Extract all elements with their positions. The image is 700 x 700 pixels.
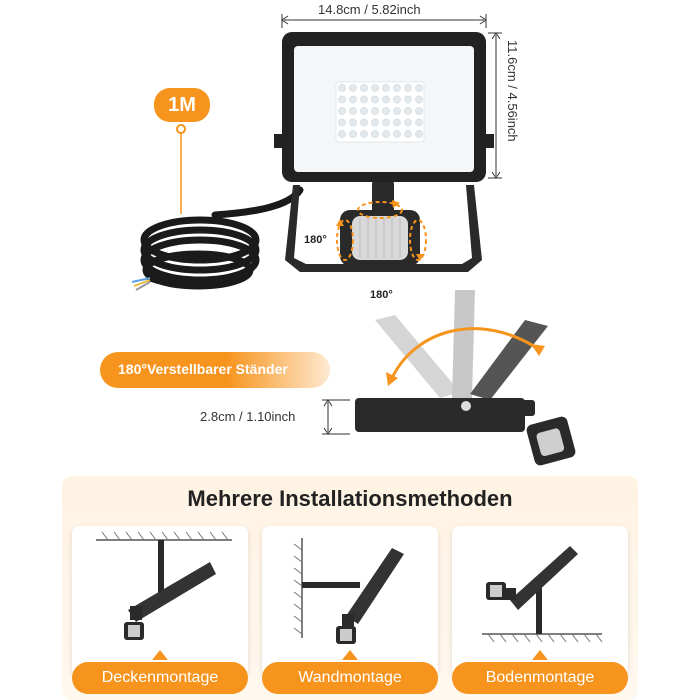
led-chip [382, 84, 390, 92]
led-chip [371, 118, 379, 127]
sensor-horizontal-angle: 180° [304, 234, 327, 246]
led-chip [338, 118, 346, 127]
pointer-triangle-wall [342, 650, 358, 660]
motion-sensor [340, 210, 420, 266]
led-chip [393, 95, 401, 104]
led-chip [360, 130, 368, 138]
led-chip [415, 130, 423, 138]
led-chip [360, 84, 368, 92]
ghost-panels [375, 290, 548, 400]
ceiling-mount-illustration [96, 531, 232, 640]
floor-mount-illustration [482, 546, 603, 643]
led-chip [404, 107, 412, 115]
height-label: 11.6cm / 4.56inch [505, 40, 520, 142]
method-label-ceiling: Deckenmontage [72, 662, 248, 694]
led-chip [415, 84, 423, 92]
led-chip [360, 118, 368, 127]
method-label-floor: Bodenmontage [452, 662, 628, 694]
stand-badge: 180°Verstellbarer Ständer [100, 352, 330, 388]
rotation-arrows [336, 201, 427, 261]
stand-badge-label: 180°Verstellbarer Ständer [118, 361, 288, 377]
height-dimension-line [488, 32, 502, 179]
led-chip [349, 107, 357, 115]
pointer-triangle-ceiling [152, 650, 168, 660]
led-chip [393, 84, 401, 92]
depth-label: 2.8cm / 1.10inch [200, 409, 296, 424]
led-chip [404, 84, 412, 92]
led-chip [360, 107, 368, 115]
sensor-vertical-angle: 180° [370, 289, 393, 301]
led-chip [338, 130, 346, 138]
method-panel-ceiling [72, 526, 248, 676]
led-chip [371, 95, 379, 104]
product-diagram [131, 14, 502, 291]
led-chip [415, 118, 423, 127]
fixture-side-view [355, 398, 525, 432]
led-chip [338, 95, 346, 104]
led-chip [404, 130, 412, 138]
tilt-arc-arrow [390, 327, 541, 379]
led-chip [393, 118, 401, 127]
cable-wires [131, 277, 151, 291]
led-chip [338, 107, 346, 115]
led-chip [349, 118, 357, 127]
led-chip [393, 107, 401, 115]
led-chip [338, 84, 346, 92]
led-chip [393, 130, 401, 138]
width-dimension-line [281, 14, 487, 28]
pointer-triangle-floor [532, 650, 548, 660]
section-title: Mehrere Installationsmethoden [187, 486, 513, 511]
depth-dimension-line [322, 399, 350, 435]
led-chip [349, 95, 357, 104]
cable-length-badge: 1M [154, 88, 210, 122]
led-chip [382, 107, 390, 115]
led-chip [415, 107, 423, 115]
led-chip [371, 130, 379, 138]
led-chip [404, 95, 412, 104]
width-label: 14.8cm / 5.82inch [318, 2, 421, 17]
led-chip [371, 84, 379, 92]
led-chip [349, 130, 357, 138]
led-chip [415, 95, 423, 104]
wall-mount-illustration [293, 538, 404, 644]
stand-diagram [355, 290, 576, 466]
method-label-wall: Wandmontage [262, 662, 438, 694]
led-dots [338, 84, 423, 138]
led-chip [382, 118, 390, 127]
led-chip [360, 95, 368, 104]
power-cable [140, 186, 304, 290]
led-chip [404, 118, 412, 127]
led-chip [371, 107, 379, 115]
led-chip [382, 130, 390, 138]
led-chip [349, 84, 357, 92]
led-chip [382, 95, 390, 104]
led-grid [335, 81, 425, 143]
